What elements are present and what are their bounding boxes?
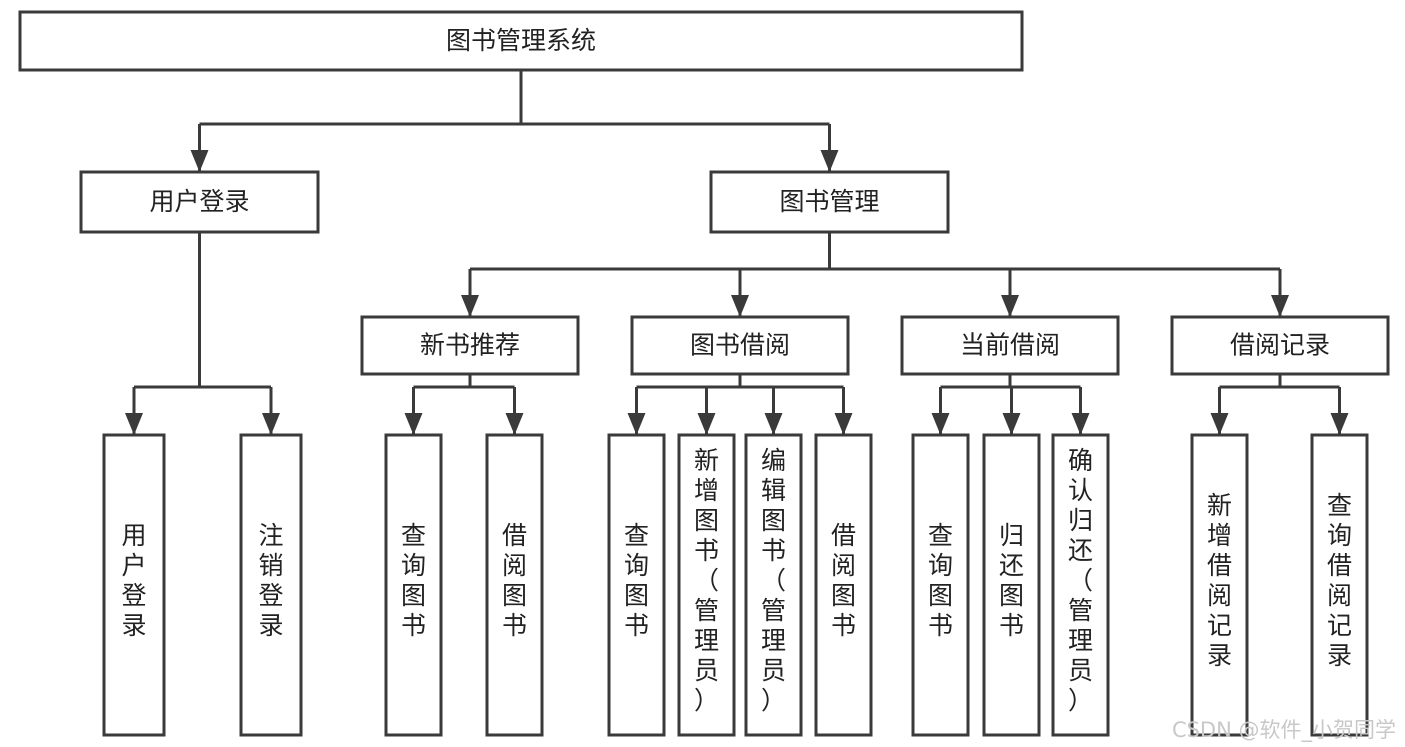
node-box-borrow-record	[1170, 315, 1390, 376]
conn-bb-to-leaves	[627, 374, 853, 435]
arrow-head-icon	[1071, 413, 1090, 435]
arrow-head-icon	[125, 413, 143, 435]
node-label-leaf-return-book: 归还图书	[999, 521, 1024, 640]
nodes-layer: 图书管理系统用户登录图书管理新书推荐图书借阅当前借阅借阅记录用户登录注销登录查询…	[18, 10, 1390, 737]
node-leaf-edit-book[interactable]: 编辑图书（管理员）	[744, 433, 803, 737]
node-leaf-query-book-current[interactable]: 查询图书	[911, 433, 970, 737]
node-box-leaf-logout	[239, 433, 303, 737]
node-label-book-management: 图书管理	[779, 187, 879, 216]
csdn-watermark: CSDN @软件_小贺同学	[1172, 718, 1396, 743]
node-user-login[interactable]: 用户登录	[79, 170, 320, 234]
node-label-leaf-query-borrow-record: 查询借阅记录	[1327, 491, 1352, 670]
node-leaf-add-borrow-record[interactable]: 新增借阅记录	[1190, 433, 1249, 737]
arrow-head-icon	[1210, 413, 1229, 435]
node-box-leaf-borrow-book-recommend	[485, 433, 544, 737]
node-new-book-recommend[interactable]: 新书推荐	[360, 315, 580, 376]
node-label-leaf-query-book-current: 查询图书	[928, 521, 953, 640]
arrow-head-icon	[1271, 295, 1289, 317]
node-box-book-management	[709, 170, 950, 234]
node-label-leaf-query-book-borrow: 查询图书	[624, 521, 649, 640]
node-label-current-borrow: 当前借阅	[960, 331, 1060, 360]
node-box-leaf-query-book-recommend	[384, 433, 443, 737]
node-box-book-borrow	[630, 315, 850, 376]
arrow-head-icon	[262, 413, 280, 435]
node-label-leaf-query-book-recommend: 查询图书	[401, 521, 426, 640]
conn-nbr-to-leaves	[404, 374, 524, 435]
node-box-root	[18, 10, 1024, 72]
node-box-leaf-query-book-current	[911, 433, 970, 737]
node-label-leaf-edit-book: 编辑图书（管理员）	[761, 446, 786, 715]
node-label-borrow-record: 借阅记录	[1230, 331, 1330, 360]
node-box-leaf-edit-book	[744, 433, 803, 737]
node-leaf-user-login[interactable]: 用户登录	[102, 433, 166, 737]
node-leaf-add-book[interactable]: 新增图书（管理员）	[677, 433, 736, 737]
node-box-leaf-query-borrow-record	[1310, 433, 1369, 737]
node-box-leaf-add-borrow-record	[1190, 433, 1249, 737]
node-label-leaf-borrow-book: 借阅图书	[831, 521, 856, 640]
node-box-leaf-query-book-borrow	[607, 433, 666, 737]
arrow-head-icon	[461, 295, 479, 317]
node-borrow-record[interactable]: 借阅记录	[1170, 315, 1390, 376]
node-leaf-logout[interactable]: 注销登录	[239, 433, 303, 737]
node-label-leaf-add-borrow-record: 新增借阅记录	[1207, 491, 1232, 670]
node-label-leaf-borrow-book-recommend: 借阅图书	[502, 521, 527, 640]
node-current-borrow[interactable]: 当前借阅	[900, 315, 1120, 376]
conn-root-to-level2	[190, 70, 839, 172]
node-label-root: 图书管理系统	[446, 26, 596, 55]
node-box-new-book-recommend	[360, 315, 580, 376]
arrow-head-icon	[1001, 295, 1019, 317]
conn-br-to-leaves	[1210, 374, 1349, 435]
arrow-head-icon	[697, 413, 716, 435]
arrow-head-icon	[505, 413, 524, 435]
node-leaf-confirm-return[interactable]: 确认归还（管理员）	[1051, 433, 1110, 737]
node-label-leaf-logout: 注销登录	[258, 521, 283, 640]
node-box-user-login	[79, 170, 320, 234]
node-box-leaf-return-book	[982, 433, 1041, 737]
conn-ul-to-leaves	[125, 232, 280, 435]
arrow-head-icon	[820, 150, 839, 172]
node-leaf-query-book-recommend[interactable]: 查询图书	[384, 433, 443, 737]
node-label-book-borrow: 图书借阅	[690, 331, 790, 360]
connectors-layer	[125, 70, 1349, 435]
arrow-head-icon	[764, 413, 783, 435]
node-leaf-borrow-book[interactable]: 借阅图书	[814, 433, 873, 737]
node-box-leaf-add-book	[677, 433, 736, 737]
arrow-head-icon	[931, 413, 950, 435]
arrow-head-icon	[404, 413, 423, 435]
arrow-head-icon	[190, 150, 209, 172]
node-book-borrow[interactable]: 图书借阅	[630, 315, 850, 376]
arrow-head-icon	[731, 295, 749, 317]
arrow-head-icon	[627, 413, 646, 435]
conn-cb-to-leaves	[931, 374, 1090, 435]
node-label-user-login: 用户登录	[149, 187, 249, 216]
arrow-head-icon	[1330, 413, 1349, 435]
node-label-leaf-confirm-return: 确认归还（管理员）	[1068, 446, 1093, 715]
node-book-management[interactable]: 图书管理	[709, 170, 950, 234]
node-label-new-book-recommend: 新书推荐	[420, 331, 520, 360]
node-leaf-borrow-book-recommend[interactable]: 借阅图书	[485, 433, 544, 737]
node-leaf-return-book[interactable]: 归还图书	[982, 433, 1041, 737]
node-leaf-query-borrow-record[interactable]: 查询借阅记录	[1310, 433, 1369, 737]
arrow-head-icon	[1002, 413, 1021, 435]
node-label-leaf-user-login: 用户登录	[121, 521, 146, 640]
node-label-leaf-add-book: 新增图书（管理员）	[694, 446, 719, 715]
node-box-leaf-user-login	[102, 433, 166, 737]
arrow-head-icon	[834, 413, 853, 435]
conn-bm-to-level3	[461, 232, 1289, 317]
node-box-leaf-confirm-return	[1051, 433, 1110, 737]
node-box-current-borrow	[900, 315, 1120, 376]
node-root[interactable]: 图书管理系统	[18, 10, 1024, 72]
node-leaf-query-book-borrow[interactable]: 查询图书	[607, 433, 666, 737]
node-box-leaf-borrow-book	[814, 433, 873, 737]
